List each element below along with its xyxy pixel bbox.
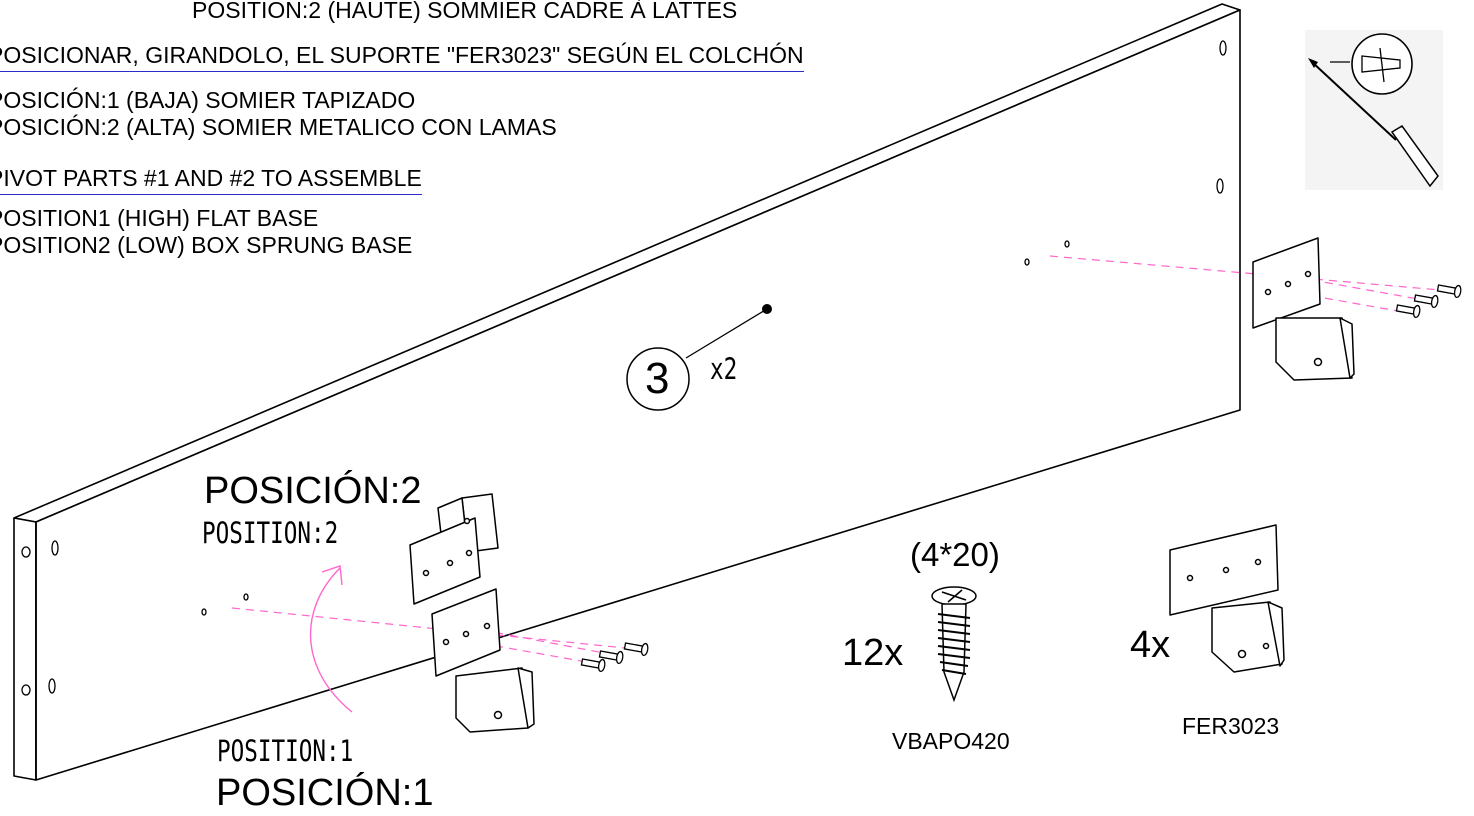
- bracket-position-2: [409, 493, 499, 605]
- part-number: 3: [645, 354, 670, 403]
- bracket-code-label: FER3023: [1182, 713, 1280, 739]
- screw-code-label: VBAPO420: [892, 728, 1010, 754]
- bracket-qty-label: 4x: [1130, 624, 1171, 666]
- part-quantity: x2: [710, 352, 738, 386]
- note-es-pos1: POSICIÓN:1 (BAJA) SOMIER TAPIZADO: [0, 87, 416, 113]
- part-number-circle: [626, 347, 690, 411]
- screw-qty-label: 12x: [842, 632, 904, 674]
- screw-vbapo420-illustration: [931, 586, 977, 703]
- bracket-position-1: [431, 588, 535, 733]
- note-en-pos1: POSITION1 (HIGH) FLAT BASE: [0, 205, 319, 231]
- note-es-title: POSICIONAR, GIRANDOLO, EL SUPORTE "FER30…: [0, 42, 804, 72]
- bracket-right: [1252, 237, 1355, 381]
- screw-size-label: (4*20): [910, 536, 1000, 573]
- note-en-title: PIVOT PARTS #1 AND #2 TO ASSEMBLE: [0, 165, 422, 195]
- position-1-es-label: POSICIÓN:1: [216, 772, 434, 814]
- pivot-arrow: [310, 565, 353, 713]
- screws-right: [1395, 284, 1462, 319]
- position-2-en-label: POSITION:2: [202, 516, 339, 550]
- part-callout: [626, 304, 772, 411]
- bracket-fer3023-illustration: [1169, 524, 1285, 673]
- note-en-pos2: POSITION2 (LOW) BOX SPRUNG BASE: [0, 232, 413, 258]
- phillips-tip-icon: [1330, 33, 1413, 95]
- position-2-es-label: POSICIÓN:2: [204, 470, 422, 512]
- note-es-pos2: POSICIÓN:2 (ALTA) SOMIER METALICO CON LA…: [0, 114, 557, 140]
- position-1-en-label: POSITION:1: [217, 734, 354, 768]
- note-fr-position2: POSITION:2 (HAUTE) SOMMIER CADRE À LATTE…: [192, 0, 738, 23]
- panel-holes: [21, 40, 1227, 696]
- screws-left: [580, 642, 649, 673]
